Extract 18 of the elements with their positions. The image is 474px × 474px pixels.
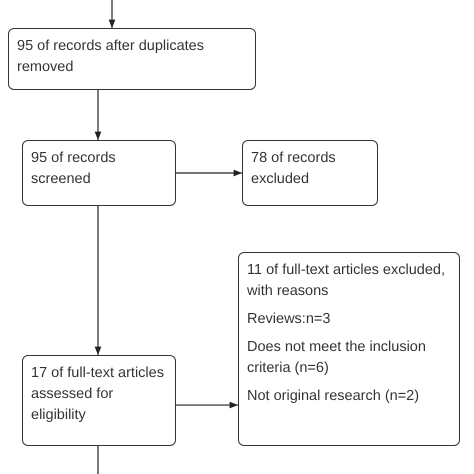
box-text: 78 of records excluded <box>251 149 337 189</box>
box-text: Does not meet the inclusion criteria (n=6) <box>247 338 427 378</box>
box-text: 95 of records after duplicates removed <box>17 37 205 77</box>
arrow <box>176 170 242 176</box>
arrow <box>94 90 102 140</box>
box-text: 17 of full-text articles assessed for eligibility <box>31 364 165 425</box>
arrow <box>108 0 116 28</box>
box-text: Not original research (n=2) <box>247 387 420 406</box>
process-box <box>238 252 460 446</box>
process-box <box>22 355 176 446</box>
arrow <box>94 206 102 355</box>
process-box <box>22 140 176 206</box>
arrow <box>176 402 238 408</box>
process-box <box>242 140 378 206</box>
box-text: 95 of records screened <box>31 149 117 189</box>
box-text: 11 of full-text articles excluded, with reasons <box>247 261 446 301</box>
process-box <box>8 28 256 90</box>
box-text: Reviews:n=3 <box>247 310 332 329</box>
